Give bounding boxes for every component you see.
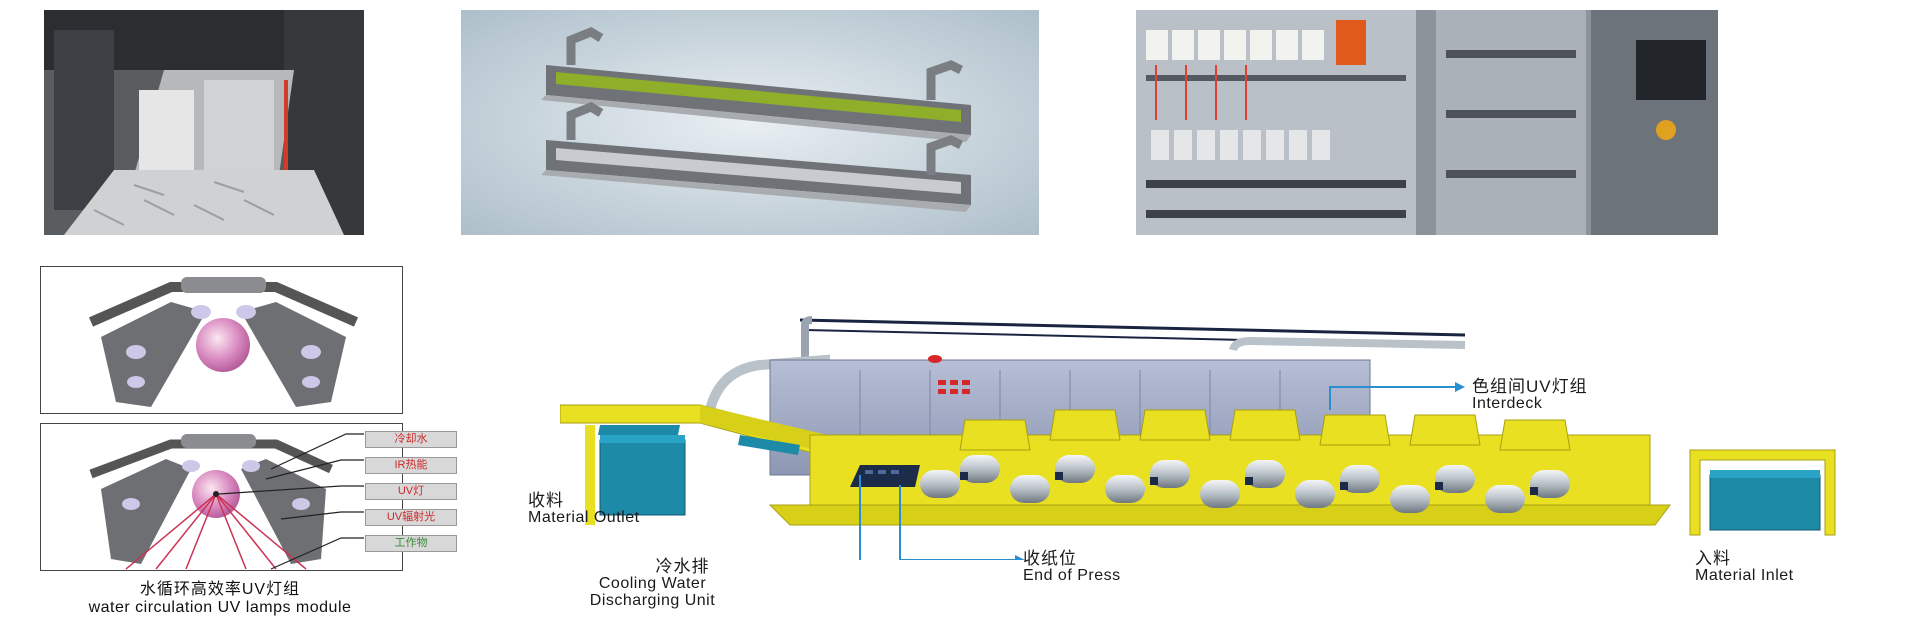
label-end-of-press-zh: 收纸位 bbox=[1023, 549, 1077, 568]
legend-workpiece: 工作物 bbox=[365, 535, 457, 552]
label-interdeck-en: Interdeck bbox=[1472, 394, 1543, 412]
label-cooling-water: 冷水排 Cooling Water Discharging Unit bbox=[555, 558, 750, 609]
lamp-module-cross-section-bottom bbox=[40, 423, 403, 571]
label-material-inlet-zh: 入料 bbox=[1695, 549, 1731, 568]
press-diagram bbox=[559, 315, 1840, 575]
label-interdeck-zh: 色组间UV灯组 bbox=[1472, 377, 1588, 396]
label-material-outlet-en: Material Outlet bbox=[528, 508, 640, 526]
label-material-outlet-zh: 收料 bbox=[528, 491, 564, 510]
label-material-inlet-en: Material Inlet bbox=[1695, 566, 1794, 584]
legend-uv-radiation: UV辐射光 bbox=[365, 509, 457, 526]
label-end-of-press: 收纸位 End of Press bbox=[1023, 550, 1121, 585]
legend-cooling-water: 冷却水 bbox=[365, 431, 457, 448]
label-end-of-press-en: End of Press bbox=[1023, 566, 1121, 584]
module-caption: 水循环高效率UV灯组 water circulation UV lamps mo… bbox=[0, 575, 440, 617]
label-cooling-water-zh: 冷水排 bbox=[655, 557, 710, 576]
photo-control-cabinet bbox=[1136, 10, 1718, 235]
legend-ir-heat: IR热能 bbox=[365, 457, 457, 474]
legend-uv-lamp: UV灯 bbox=[365, 483, 457, 500]
label-interdeck: 色组间UV灯组 Interdeck bbox=[1472, 378, 1588, 413]
label-material-inlet: 入料 Material Inlet bbox=[1695, 550, 1794, 585]
module-caption-zh: 水循环高效率UV灯组 bbox=[139, 581, 301, 598]
label-cooling-water-en1: Cooling Water bbox=[598, 574, 707, 592]
label-cooling-water-en2: Discharging Unit bbox=[589, 591, 716, 609]
lamp-module-cross-section-top bbox=[40, 266, 403, 414]
module-caption-en: water circulation UV lamps module bbox=[88, 599, 352, 616]
photo-lamp-housings bbox=[461, 10, 1039, 235]
photo-press-interior bbox=[44, 10, 364, 235]
label-material-outlet: 收料 Material Outlet bbox=[528, 492, 640, 527]
